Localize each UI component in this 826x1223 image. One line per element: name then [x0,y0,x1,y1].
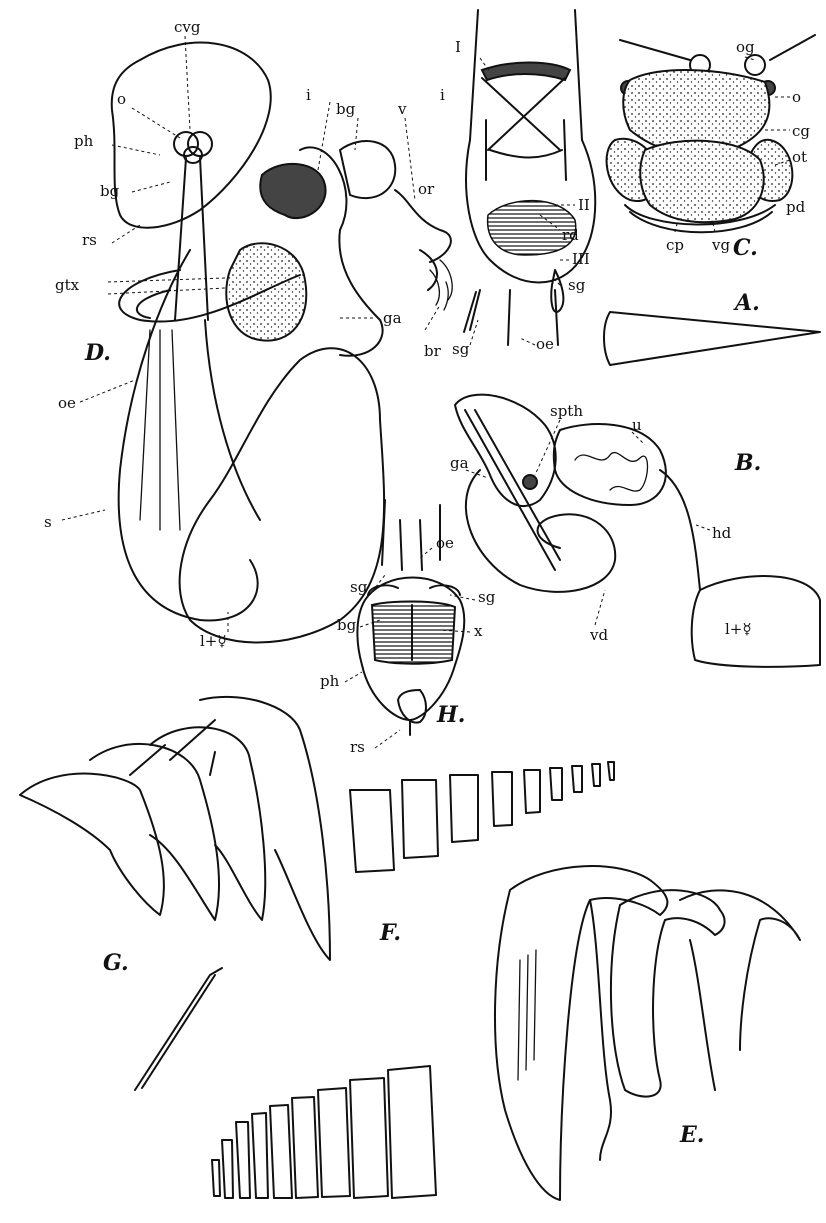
figure-a-wedge [604,312,820,365]
label-l-herm-d: l+☿ [200,632,227,650]
hermaphrodite-gland [692,576,820,667]
label-sg-h-right: sg [478,588,496,606]
salivary-mass [226,243,306,340]
teeth-row-f [350,762,614,872]
label-ph: ph [74,132,94,150]
buccal-ganglion [260,164,325,218]
label-o-c: o [792,88,801,106]
label-bg: bg [100,182,120,200]
figure-letter-h: H. [436,702,465,728]
label-ga-b: ga [450,454,469,472]
liver-hermaphrodite-gland [180,348,384,642]
label-ph-h: ph [320,672,340,690]
figure-letter-f: F. [379,920,401,946]
buccal-mass [372,601,455,663]
label-bg-h: bg [337,616,357,634]
label-rd: rd [562,226,579,244]
figure-b-genital-system [455,395,820,667]
label-ot: ot [792,148,807,166]
label-ga-d: ga [383,309,402,327]
uterus [554,424,666,505]
figure-pharynx-radula-view [464,10,595,345]
label-III: III [572,250,590,268]
label-vd: vd [589,626,608,644]
label-l-herm-b: l+☿ [725,620,752,638]
label-pd: pd [786,198,806,216]
figure-letter-d: D. [84,340,111,366]
figure-letter-b: B. [734,450,761,476]
label-II: II [578,196,590,214]
label-v: v [397,100,407,118]
figure-letter-e: E. [679,1122,704,1148]
figure-letter-g: G. [103,950,129,976]
label-og: og [736,38,755,56]
label-vg: vg [711,236,730,254]
label-oe-h: oe [436,534,454,552]
figure-f-radula-teeth [20,697,614,960]
label-sg-h-left: sg [350,578,368,596]
label-cp: cp [666,236,684,254]
label-I: I [455,38,461,56]
label-rs-h: rs [350,738,365,756]
label-cvg: cvg [174,18,201,36]
label-x: x [474,622,483,640]
label-hd: hd [712,524,732,542]
label-oe-i: oe [536,335,554,353]
cerebral-ganglion [174,132,198,156]
label-spth: spth [550,402,583,420]
figure-letter-a: A. [733,290,760,316]
label-bg-d: bg [336,100,356,118]
spermatheca [523,475,537,489]
label-cg: cg [792,122,810,140]
vesicle [340,141,395,198]
radula-sheath [175,158,208,320]
label-u: u [632,416,642,434]
label-gtx: gtx [55,276,80,294]
label-rs: rs [82,231,97,249]
label-s: s [44,513,52,531]
label-or: or [418,180,435,198]
label-o: o [117,90,126,108]
label-sg-right: sg [568,276,586,294]
label-oe-d: oe [58,394,76,412]
label-i-upper: i [440,86,445,104]
figure-c-nerve-ring [607,35,815,232]
figure-e-radula-teeth [212,866,800,1200]
label-br: br [424,342,442,360]
label-i-d: i [306,86,311,104]
label-sg-left: sg [452,340,470,358]
figure-g-rod [135,968,222,1090]
teeth-row-e [212,1066,436,1198]
figure-letter-c: C. [733,235,758,261]
